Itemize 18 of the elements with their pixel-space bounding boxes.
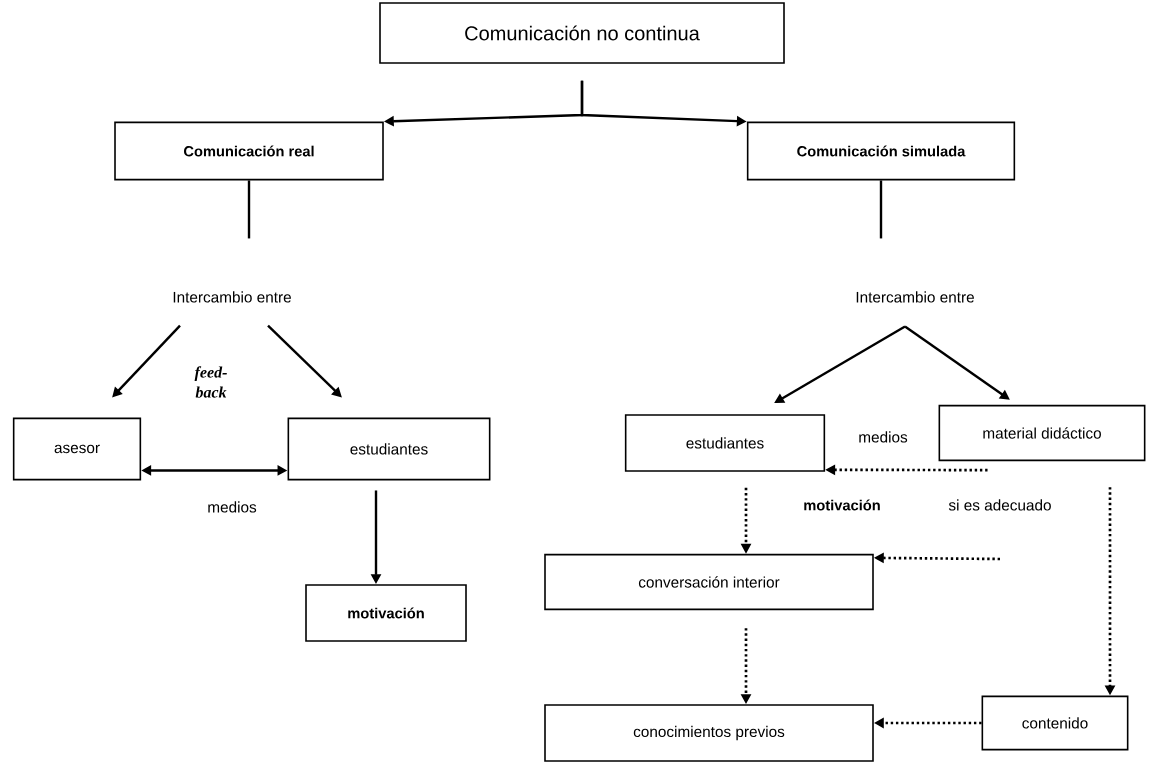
concept-box: conversación interior xyxy=(544,553,874,611)
edge-label: medios xyxy=(205,500,259,514)
concept-box: conocimientos previos xyxy=(544,704,874,762)
note-text: si es adecuado xyxy=(948,499,1051,511)
concept-box: contenido xyxy=(981,695,1129,751)
concept-text: Intercambio entre xyxy=(173,291,291,303)
concept-box: Comunicación real xyxy=(114,121,384,181)
concept-box: Comunicación no continua xyxy=(379,2,785,64)
note-text: feed-back xyxy=(194,366,227,398)
concept-box: estudiantes xyxy=(624,414,826,472)
edge-label: motivación xyxy=(801,498,883,512)
concept-text: Intercambio entre xyxy=(856,291,974,303)
concept-box: asesor xyxy=(12,417,142,481)
concept-box: estudiantes xyxy=(287,417,491,481)
concept-box: motivación xyxy=(305,584,467,642)
edge-label: medios xyxy=(856,430,910,444)
concept-box: Comunicación simulada xyxy=(746,121,1016,181)
concept-box: material didáctico xyxy=(938,404,1146,462)
